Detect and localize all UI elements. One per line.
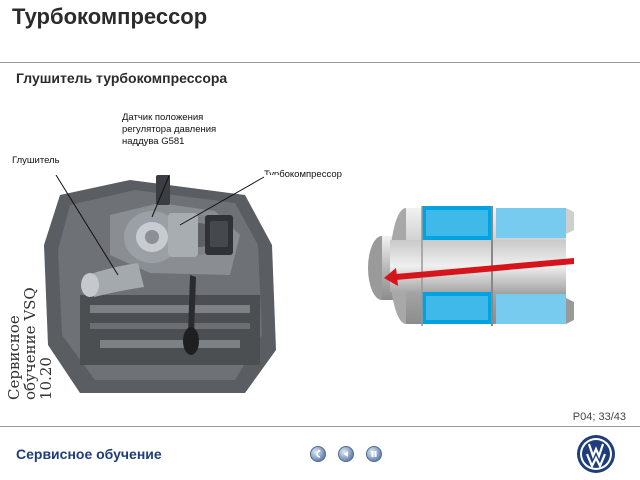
triangle-left-icon: [343, 451, 348, 457]
footer-label: Сервисное обучение: [16, 446, 162, 462]
callout-sensor-line-1: Датчик положения: [122, 112, 204, 123]
callout-sensor-line-3: наддува G581: [122, 136, 185, 147]
page-subtitle: Глушитель турбокомпрессора: [16, 70, 228, 86]
previous-button[interactable]: [338, 446, 354, 462]
callout-silencer: Глушитель: [12, 155, 60, 166]
page-number: P04; 33/43: [572, 411, 626, 423]
silencer-cross-section: [368, 206, 574, 326]
pause-icon: [371, 451, 377, 457]
watermark-text: Сервисное обучение VSQ 10.20: [5, 287, 55, 400]
watermark-line-2: обучение VSQ: [21, 287, 39, 400]
callout-sensor-line-2: регулятора давления: [122, 124, 217, 135]
volkswagen-logo: [577, 435, 615, 473]
back-button[interactable]: [310, 446, 326, 462]
page-title: Турбокомпрессор: [12, 4, 208, 29]
callout-sensor: Датчик положения регулятора давления над…: [122, 112, 216, 148]
callout-turbocharger: Турбокомпрессор: [264, 169, 342, 180]
title-divider: [0, 62, 640, 63]
footer-divider: [0, 426, 640, 427]
watermark-line-1: Сервисное: [5, 315, 23, 400]
pause-button[interactable]: [366, 446, 382, 462]
return-icon: [316, 449, 321, 458]
watermark-line-3: 10.20: [37, 357, 55, 400]
turbocharger-photo: [40, 175, 280, 397]
